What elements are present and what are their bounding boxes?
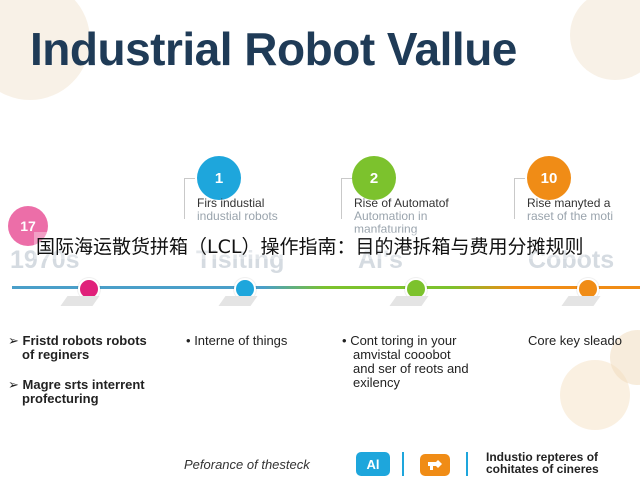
era-label: Cobots — [528, 246, 615, 274]
bullet-item: • Interne of things — [186, 333, 288, 348]
step-text-1: Firs industial industial robots — [197, 196, 278, 223]
step-badge-17: 17 — [8, 206, 48, 246]
step-badge-10: 10 — [527, 156, 571, 200]
divider — [466, 452, 468, 476]
era-label: Al's — [358, 246, 403, 274]
ai-chip: Al — [356, 452, 390, 476]
gear-decoration — [570, 0, 640, 80]
bracket-line — [184, 178, 195, 219]
timeline-line — [12, 286, 640, 289]
step-text-2: Rise of Automatof Automation in manfatur… — [354, 196, 449, 236]
wrench-icon — [420, 454, 450, 476]
step-text-3: Rise manyted a raset of the moti — [527, 196, 614, 223]
timeline-stem — [561, 296, 601, 306]
infographic-title: Industrial Robot Vallue — [30, 23, 517, 75]
era-label: 1970s — [10, 246, 80, 274]
timeline-stem — [389, 296, 429, 306]
bullet-item: • Cont toring in your amvistal cooobot a… — [342, 333, 469, 390]
timeline-stem — [218, 296, 258, 306]
bottom-label: Peforance of thesteck — [184, 457, 310, 472]
bottom-right-text: Industio repteres of cohitates of cinere… — [486, 450, 599, 476]
era-label: Tisiting — [196, 246, 285, 274]
bullet-item: ➢ Fristd robots robots of reginers — [8, 333, 147, 362]
bracket-line — [514, 178, 525, 219]
timeline-stem — [60, 296, 100, 306]
overlay-caption: 国际海运散货拼箱（LCL）操作指南：目的港拆箱与费用分摊规则 — [34, 232, 586, 259]
wrench-icon-svg — [428, 460, 442, 470]
bullet-item: Core key sleado — [528, 333, 622, 348]
divider — [402, 452, 404, 476]
bullet-item: ➢ Magre srts interrent profecturing — [8, 377, 145, 406]
step-badge-2: 2 — [352, 156, 396, 200]
bracket-line — [341, 178, 352, 219]
step-badge-1: 1 — [197, 156, 241, 200]
